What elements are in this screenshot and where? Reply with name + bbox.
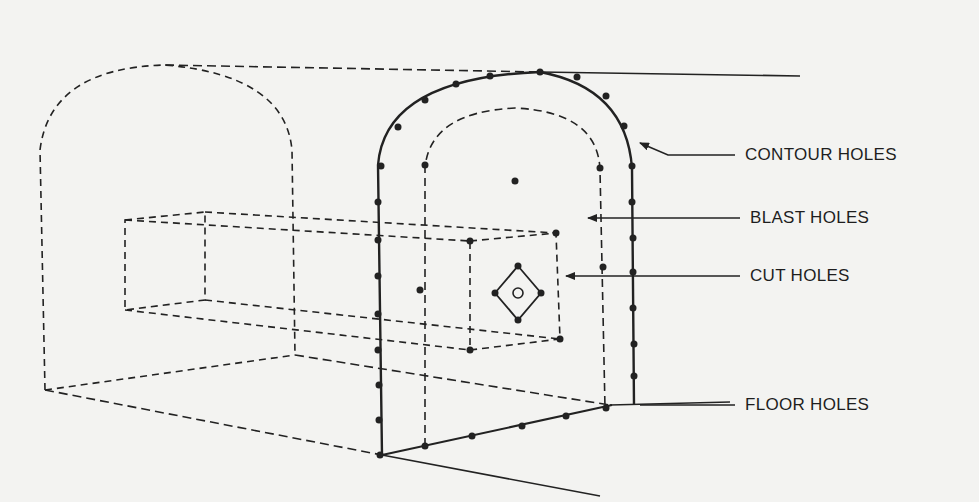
cut-diamond bbox=[495, 266, 541, 320]
tunnel-lines bbox=[40, 65, 800, 496]
floor-edge bbox=[295, 355, 610, 405]
floor-line bbox=[382, 405, 612, 455]
callout-label: CUT HOLES bbox=[750, 266, 850, 286]
floor-edge bbox=[45, 390, 382, 455]
contour-line bbox=[378, 72, 634, 455]
leader-line bbox=[640, 404, 735, 406]
holes bbox=[375, 69, 638, 459]
callout-label: CONTOUR HOLES bbox=[745, 145, 897, 165]
cut-box-front bbox=[470, 233, 560, 350]
leader-line bbox=[588, 217, 740, 219]
cut-box-edges bbox=[125, 212, 560, 350]
blast-ring bbox=[425, 108, 605, 446]
cut-box-back bbox=[125, 212, 205, 310]
floor-edge bbox=[382, 455, 600, 496]
callout-label: FLOOR HOLES bbox=[745, 395, 869, 415]
back-floor bbox=[45, 355, 295, 390]
callout-label: BLAST HOLES bbox=[750, 208, 869, 228]
back-profile bbox=[40, 65, 295, 390]
crown-line bbox=[165, 65, 540, 72]
leader-line bbox=[640, 143, 735, 155]
relief-hole bbox=[513, 288, 523, 298]
leader-line bbox=[566, 275, 740, 277]
